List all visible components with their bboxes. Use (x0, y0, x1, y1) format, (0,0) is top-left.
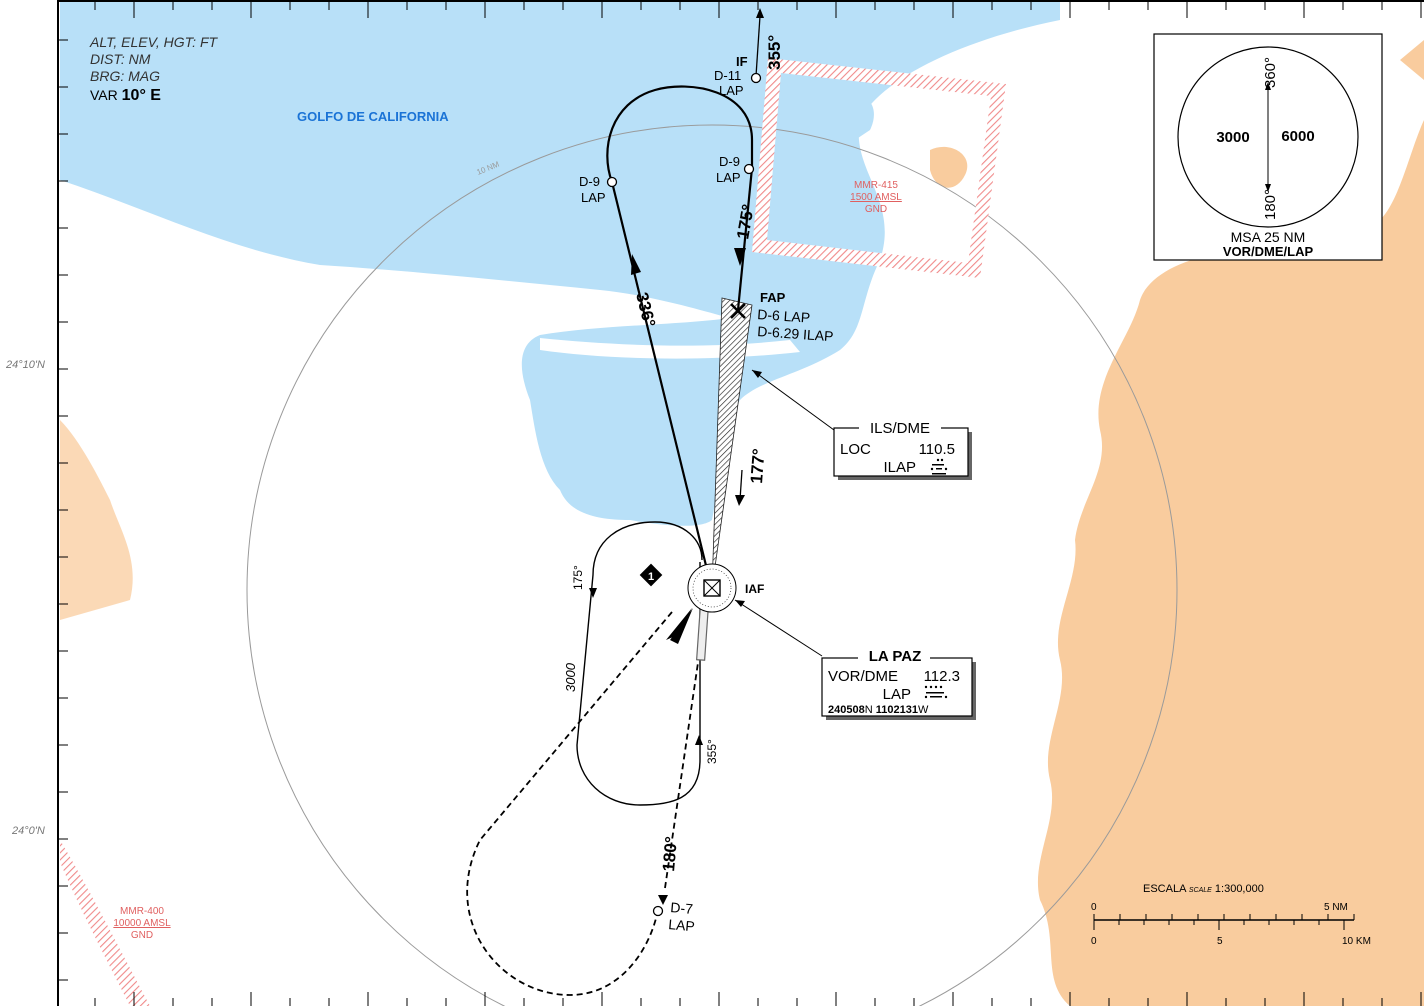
ils-morse-icon (930, 458, 948, 475)
ils-frequency: 110.5 (919, 441, 955, 458)
if-inbound-arrow (756, 8, 764, 18)
d9-right-ident-label: LAP (716, 170, 741, 185)
fap-fix-icon (730, 303, 746, 319)
variation-prefix: VAR (90, 87, 118, 103)
vor-lon: 1102131 (876, 704, 918, 716)
track-dme-arc: 180° (659, 835, 681, 872)
d9-right-fix (743, 163, 755, 175)
iaf-label: IAF (745, 582, 764, 596)
waypoint-diamond-icon: 1 (639, 563, 663, 587)
scale-km-start: 0 (1091, 936, 1097, 947)
if-dist-label: D-11 (714, 68, 741, 83)
scale-nm-start: 0 (1091, 902, 1097, 913)
scale-nm-end: 5 NM (1324, 902, 1348, 913)
track-hold-outbound: 175° (571, 565, 585, 590)
hold-entry-arrow (666, 608, 692, 640)
msa-title: MSA 25 NM (1231, 229, 1306, 245)
vor-title: LA PAZ (869, 648, 922, 665)
scale-km-mid: 5 (1217, 936, 1223, 947)
units-line-1: ALT, ELEV, HGT: FT (89, 34, 219, 50)
return-leg-arrow (631, 254, 641, 275)
msa-left-altitude: 3000 (1216, 129, 1249, 146)
vor-ident: LAP (883, 686, 911, 703)
variation-value: 10° E (122, 87, 162, 104)
hold-outbound-arrow (589, 588, 597, 598)
d7-fix (652, 905, 664, 917)
mmr400-name: MMR-400 (120, 906, 164, 917)
d9-left-fix (606, 176, 618, 188)
final-arrow-head (735, 495, 745, 506)
msa-top-bearing: 360° (1262, 57, 1279, 88)
scale-km-end: 10 KM (1342, 936, 1371, 947)
fap-label: FAP (760, 290, 786, 305)
msa-box: 360° 180° 3000 6000 MSA 25 NM VOR/DME/LA… (1153, 33, 1383, 261)
restricted-area-mmr415 (752, 58, 1006, 278)
svg-text:1: 1 (648, 571, 654, 583)
scale-title-main: ESCALA (1143, 883, 1187, 895)
scale-subtitle: SCALE (1189, 887, 1212, 894)
msa-bottom-bearing: 180° (1262, 189, 1279, 220)
vor-lon-hemi: W (918, 704, 929, 716)
d9-right-dist-label: D-9 (719, 154, 740, 169)
mmr400-bottom: GND (131, 930, 153, 941)
hold-inbound-arrow (695, 735, 703, 745)
track-final: 177° (747, 448, 768, 485)
hold-altitude-label: 3000 (563, 662, 578, 692)
holding-pattern (576, 521, 703, 806)
ils-ident: ILAP (883, 459, 916, 476)
if-inbound-track (755, 15, 761, 77)
if-fix (750, 72, 762, 84)
vor-dme-compass-icon (687, 563, 737, 613)
d9-left-dist-label: D-9 (579, 174, 600, 189)
gulf-water (60, 0, 1060, 526)
ten-nm-ring (246, 124, 1178, 1006)
units-legend: ALT, ELEV, HGT: FT DIST: NM BRG: MAG (89, 34, 219, 84)
frame-ticks (58, 0, 1422, 1006)
scale-bar: ESCALA SCALE 1:300,000 0 5 NM 0 5 10 KM (1091, 883, 1371, 947)
vor-info-box: LA PAZ VOR/DME 112.3 LAP 240508N 1102131… (734, 599, 976, 720)
vor-coordinates: 240508N 1102131W (828, 704, 929, 716)
units-line-3: BRG: MAG (90, 68, 160, 84)
mmr400-label: MMR-400 10000 AMSL GND (113, 906, 171, 941)
scale-title: ESCALA SCALE 1:300,000 (1143, 883, 1264, 895)
mmr415-name: MMR-415 (854, 180, 898, 191)
vor-frequency: 112.3 (924, 668, 960, 685)
scale-ratio: 1:300,000 (1215, 883, 1264, 895)
units-line-2: DIST: NM (90, 51, 151, 67)
ils-dme-info-box: ILS/DME LOC 110.5 ILAP (751, 369, 972, 480)
water-label: GOLFO DE CALIFORNIA (297, 109, 449, 124)
mmr415-top: 1500 AMSL (850, 192, 902, 203)
vor-lat: 240508 (828, 704, 865, 716)
chart-frame (57, 0, 1424, 1006)
mmr400-top: 10000 AMSL (113, 918, 171, 929)
latitude-label-2: 24°0'N (11, 825, 45, 837)
track-inbound-if: 355° (765, 35, 784, 70)
latitude-label-1: 24°10'N (5, 359, 45, 371)
variation-label: VAR 10° E (90, 87, 161, 104)
msa-right-altitude: 6000 (1281, 128, 1314, 145)
if-label: IF (736, 54, 748, 69)
procedure-turn-path (606, 85, 754, 591)
outbound-leg (736, 167, 754, 311)
dme-arc-arrow-1 (658, 895, 668, 905)
restricted-area-mmr400 (60, 840, 150, 1006)
msa-reference: VOR/DME/LAP (1223, 244, 1314, 259)
ils-title: ILS/DME (870, 420, 930, 437)
d9-left-ident-label: LAP (581, 190, 606, 205)
vor-morse-icon (924, 685, 948, 699)
if-ident-label: LAP (719, 83, 744, 98)
d7-ident-label: LAP (668, 916, 696, 934)
vor-lat-hemi: N (865, 704, 873, 716)
mmr415-label: MMR-415 1500 AMSL GND (850, 180, 902, 215)
fap-line2-label: D-6.29 ILAP (757, 323, 834, 344)
track-hold-inbound: 355° (705, 739, 719, 764)
mmr415-bottom: GND (865, 204, 887, 215)
fap-line1-label: D-6 LAP (757, 306, 811, 326)
d7-dist-label: D-7 (670, 899, 694, 917)
localizer-course-feather (711, 297, 753, 589)
ils-loc-label: LOC (840, 441, 871, 458)
vor-type: VOR/DME (828, 668, 898, 685)
